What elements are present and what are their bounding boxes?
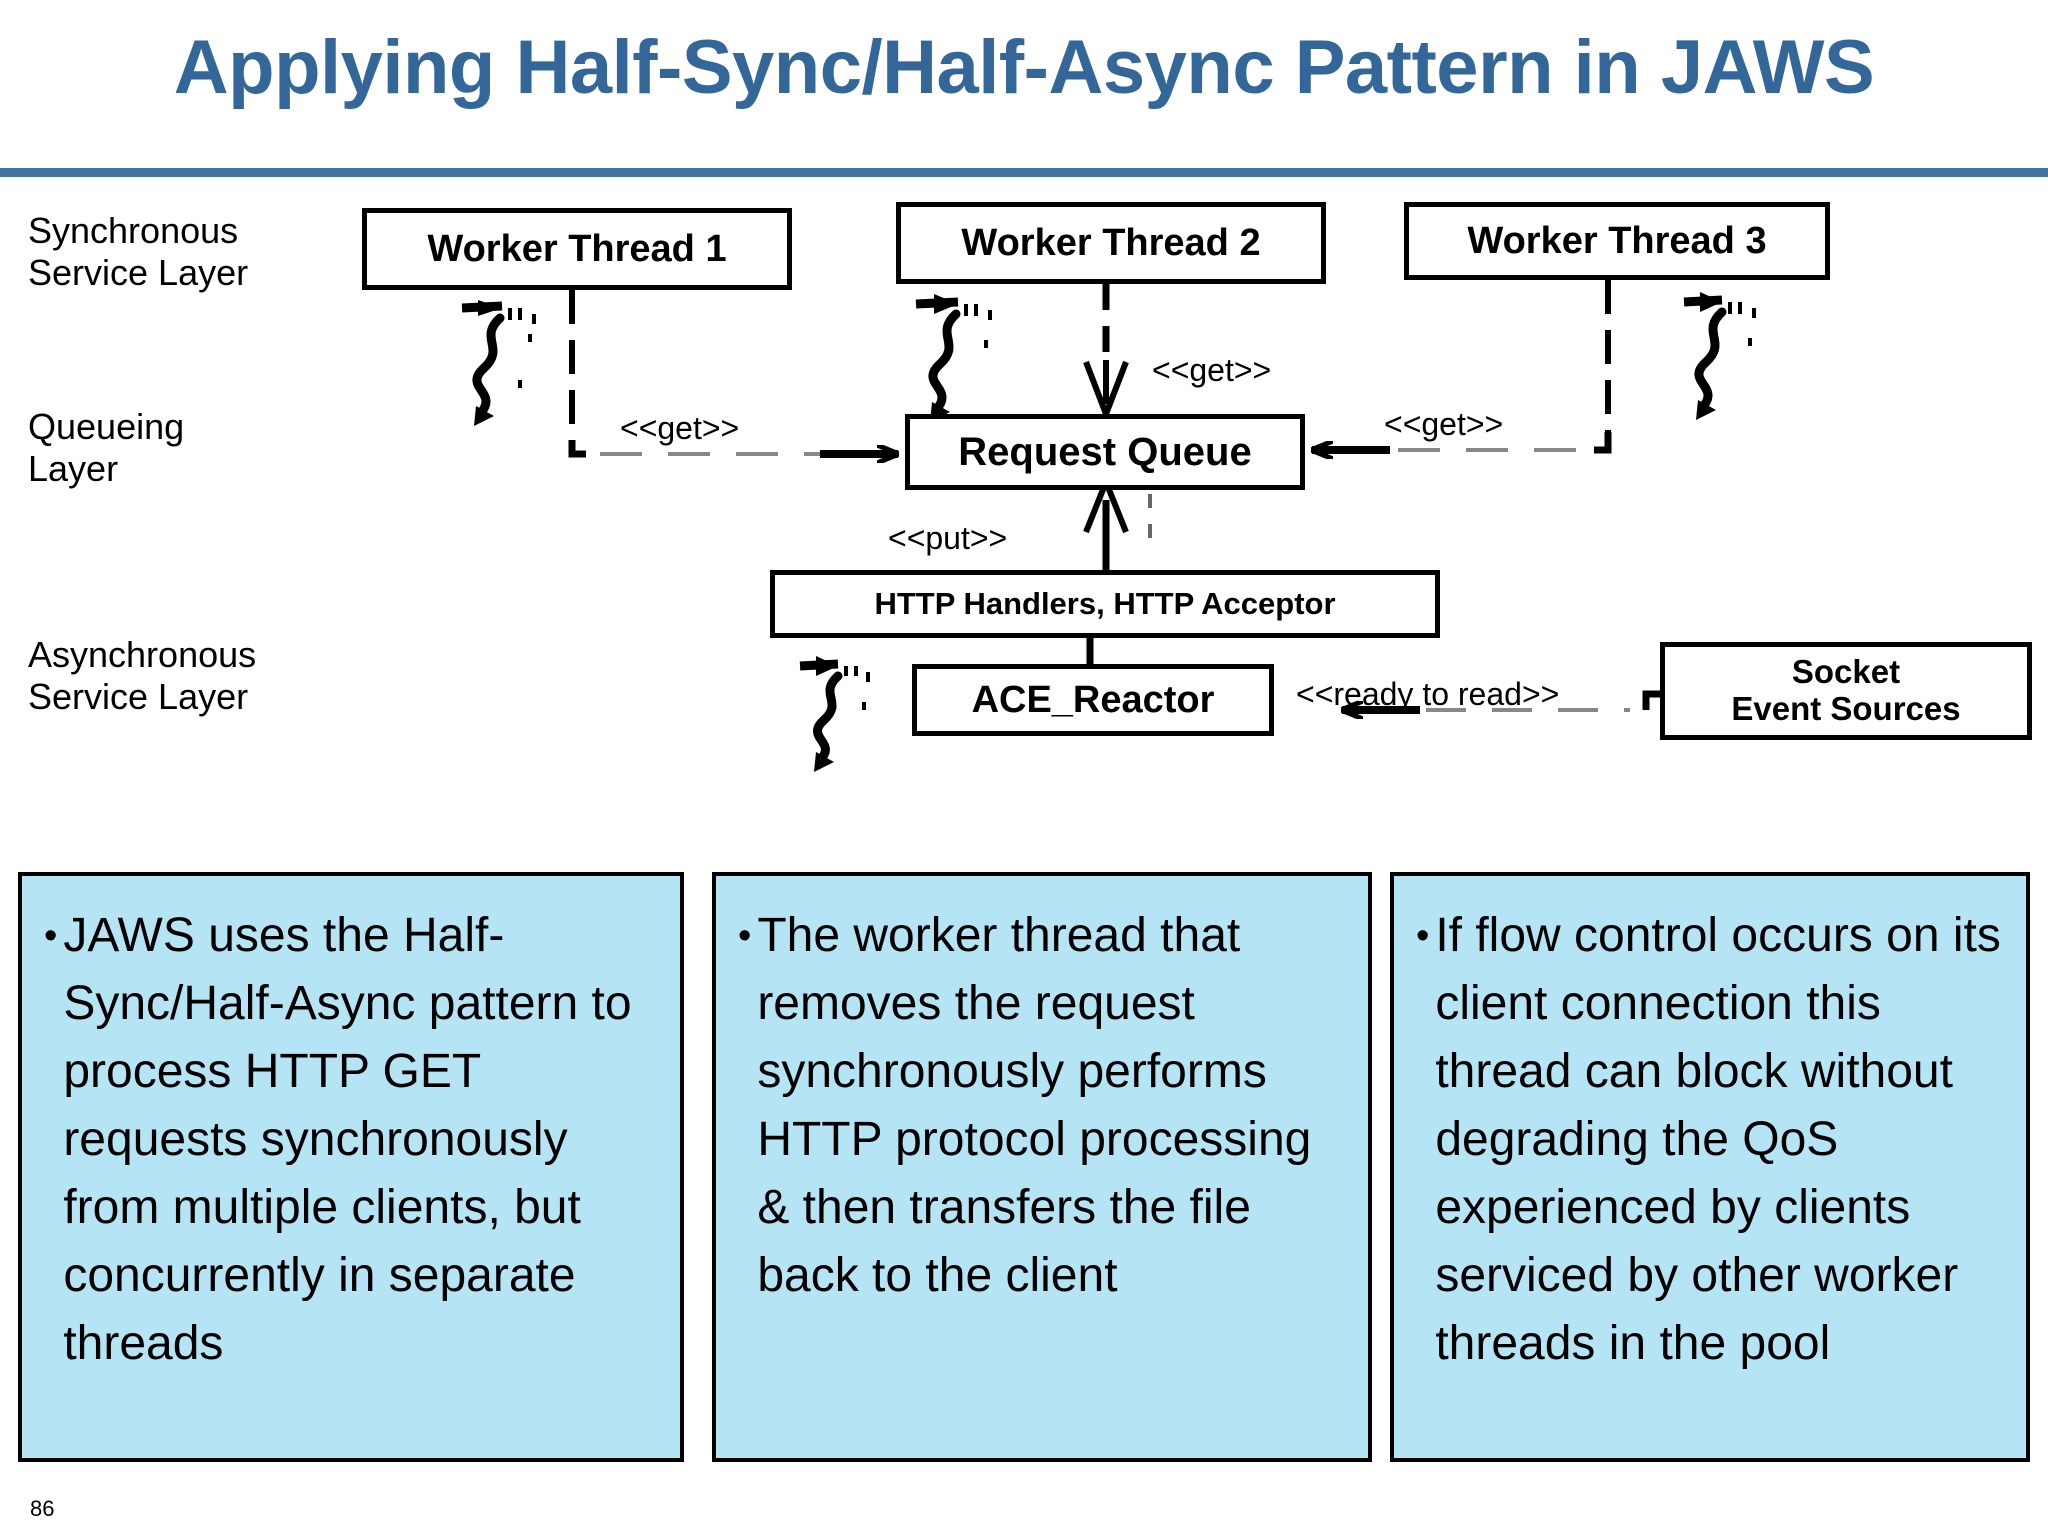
thread-squiggle-icon-reactor bbox=[799, 656, 870, 772]
bullet-text: If flow control occurs on its client con… bbox=[1435, 909, 2001, 1370]
diagram-connectors bbox=[461, 280, 1756, 772]
node-ace-reactor[interactable]: ACE_Reactor bbox=[912, 664, 1274, 736]
node-request-queue[interactable]: Request Queue bbox=[905, 414, 1305, 490]
layer-label-synchronous: Synchronous Service Layer bbox=[28, 210, 249, 294]
socket-label-line-1: Socket bbox=[1791, 653, 1901, 691]
thread-squiggle-icon-2 bbox=[915, 294, 992, 422]
node-worker-thread-1[interactable]: Worker Thread 1 bbox=[362, 208, 792, 290]
edge-worker2-to-queue bbox=[1083, 284, 1129, 423]
edge-label-get-2: <<get>> bbox=[1152, 352, 1272, 388]
edge-label-get-3: <<get>> bbox=[1384, 406, 1504, 442]
bullet-panel-jaws-pattern: • JAWS uses the Half-Sync/Half-Async pat… bbox=[18, 872, 684, 1462]
thread-squiggle-icon-3 bbox=[1683, 292, 1756, 420]
title-divider bbox=[0, 168, 2048, 177]
node-worker-thread-3[interactable]: Worker Thread 3 bbox=[1404, 202, 1830, 280]
bullet-text: JAWS uses the Half-Sync/Half-Async patte… bbox=[63, 909, 632, 1370]
bullet-icon: • bbox=[44, 915, 58, 957]
layer-label-queueing: Queueing Layer bbox=[28, 406, 185, 490]
title-bar: Applying Half-Sync/Half-Async Pattern in… bbox=[0, 0, 2048, 168]
node-http-handlers-acceptor[interactable]: HTTP Handlers, HTTP Acceptor bbox=[770, 570, 1440, 638]
edge-label-ready-to-read: <<ready to read>> bbox=[1296, 676, 1560, 712]
bullet-panel-flow-control: • If flow control occurs on its client c… bbox=[1390, 872, 2030, 1462]
page-number: 86 bbox=[30, 1496, 55, 1521]
node-socket-event-sources[interactable]: Socket Event Sources bbox=[1660, 642, 2032, 740]
list-item: • If flow control occurs on its client c… bbox=[1416, 902, 2008, 1378]
bullet-icon: • bbox=[1416, 915, 1430, 957]
layer-label-asynchronous: Asynchronous Service Layer bbox=[28, 634, 257, 718]
list-item: • The worker thread that removes the req… bbox=[738, 902, 1350, 1310]
bullet-panels: • JAWS uses the Half-Sync/Half-Async pat… bbox=[0, 872, 2048, 1472]
bullet-text: The worker thread that removes the reque… bbox=[757, 909, 1312, 1302]
edge-handlers-to-queue bbox=[1083, 473, 1152, 570]
node-worker-thread-2[interactable]: Worker Thread 2 bbox=[896, 202, 1326, 284]
bullet-icon: • bbox=[738, 915, 752, 957]
architecture-diagram: Synchronous Service Layer Queueing Layer… bbox=[0, 182, 2048, 862]
list-item: • JAWS uses the Half-Sync/Half-Async pat… bbox=[44, 902, 662, 1378]
socket-label-line-2: Event Sources bbox=[1731, 690, 1961, 727]
thread-squiggle-icon-1 bbox=[461, 300, 536, 426]
edge-label-put: <<put>> bbox=[888, 520, 1008, 556]
bullet-panel-worker-thread: • The worker thread that removes the req… bbox=[712, 872, 1372, 1462]
edge-label-get-1: <<get>> bbox=[620, 410, 740, 446]
page-title: Applying Half-Sync/Half-Async Pattern in… bbox=[173, 25, 1875, 110]
